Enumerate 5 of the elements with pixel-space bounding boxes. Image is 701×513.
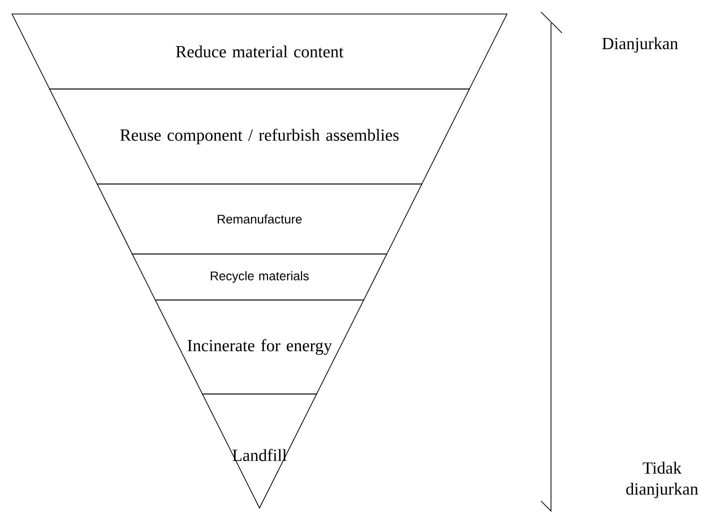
- scale-label: Tidak dianjurkan: [626, 462, 698, 498]
- band: Recycle materials: [132, 254, 388, 300]
- band: Incinerate for energy: [154, 300, 364, 394]
- band: Remanufacture: [96, 184, 422, 254]
- scale-label: Dianjurkan: [602, 37, 678, 53]
